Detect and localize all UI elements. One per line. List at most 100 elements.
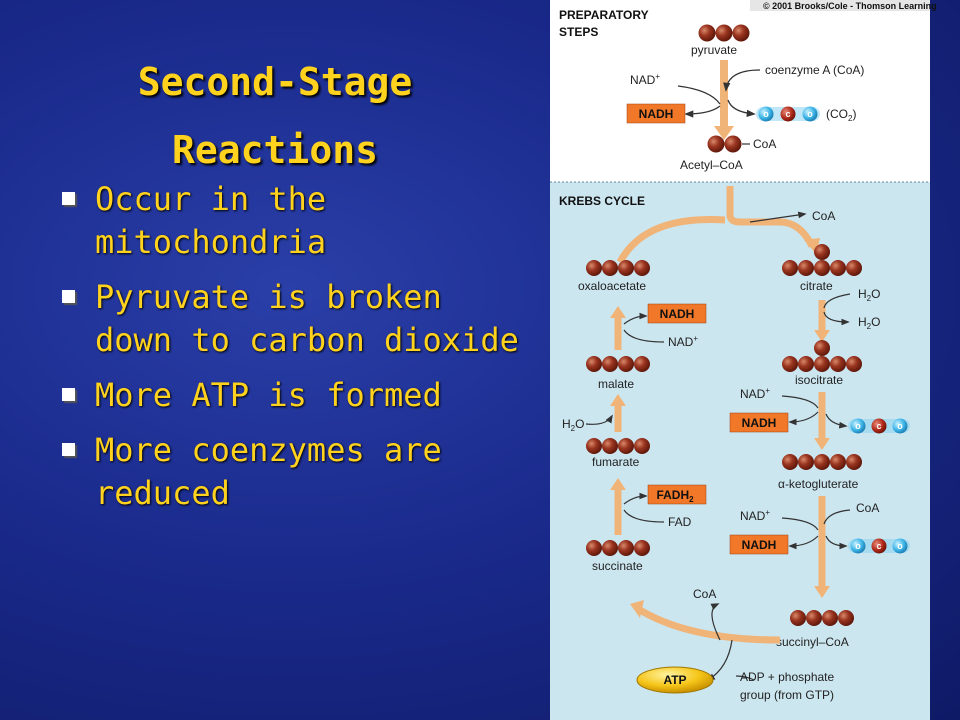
svg-text:c: c	[876, 421, 881, 431]
nad-label-1: NAD+	[740, 386, 770, 401]
malate-label: malate	[598, 377, 634, 391]
coa-label-3: CoA	[693, 587, 716, 601]
coa-in-arrow	[723, 69, 761, 92]
succinate-molecule	[586, 540, 650, 556]
co2-out-arrow	[727, 99, 756, 117]
svg-text:o: o	[855, 541, 861, 551]
gtp-label: group (from GTP)	[740, 688, 834, 702]
bullet-item: More coenzymes are reduced	[60, 429, 530, 515]
citrate-molecule	[782, 244, 862, 276]
coa-label: CoA	[753, 137, 776, 151]
bullet-list: Occur in the mitochondria Pyruvate is br…	[60, 178, 530, 527]
acetyl-coa-molecule	[707, 135, 742, 153]
co2-molecule: o c o	[756, 106, 820, 122]
krebs-cycle-diagram: © 2001 Brooks/Cole - Thomson Learning PR…	[550, 0, 937, 720]
cycle-arc-top	[616, 216, 726, 264]
arrowhead-icon	[610, 306, 626, 318]
nadh-curve	[684, 105, 721, 118]
bullet-text: More ATP is formed	[95, 376, 442, 414]
svg-text:c: c	[785, 109, 790, 119]
preparatory-header-2: STEPS	[559, 25, 598, 39]
preparatory-header: PREPARATORY	[559, 8, 649, 22]
nadh-box-2	[729, 534, 789, 555]
co2-label: (CO2)	[826, 107, 856, 123]
prep-arrowhead-icon	[714, 126, 734, 140]
h2o-out-curve	[823, 293, 851, 309]
bullet-text: More coenzymes are reduced	[95, 431, 442, 512]
isocitrate-label: isocitrate	[795, 373, 843, 387]
fadh2-curve	[623, 492, 648, 505]
nadh-curve-1	[788, 411, 819, 426]
nadh-box-label-1: NADH	[742, 416, 777, 430]
svg-text:o: o	[763, 109, 769, 119]
nadh-box-label-3: NADH	[660, 307, 695, 321]
nad-curve	[677, 85, 721, 105]
cycle-arc-bottom	[638, 606, 781, 644]
oxaloacetate-molecule	[586, 260, 650, 276]
nadh-box-3	[647, 303, 707, 324]
arrowhead-icon	[814, 438, 830, 450]
citrate-label: citrate	[800, 279, 833, 293]
coa-in-curve-2	[823, 509, 851, 525]
krebs-cycle-figure: © 2001 Brooks/Cole - Thomson Learning PR…	[550, 0, 937, 720]
adp-line	[735, 675, 755, 681]
coa-out-curve-3	[710, 603, 721, 641]
nadh-box	[626, 103, 686, 124]
succinyl-coa-molecule	[790, 610, 854, 626]
title-line-1: Second-Stage	[137, 60, 413, 104]
bullet-marker-icon	[62, 192, 75, 205]
entry-arrow	[726, 186, 816, 248]
acetyl-coa-label: Acetyl–CoA	[680, 158, 743, 172]
co2-molecule-1: o c o	[848, 418, 910, 434]
coenzyme-a-label: coenzyme A (CoA)	[765, 63, 864, 77]
pyruvate-label: pyruvate	[691, 43, 737, 57]
svg-text:c: c	[876, 541, 881, 551]
bullet-marker-icon	[62, 443, 75, 456]
nad-curve-2	[781, 517, 819, 531]
nad-label-2: NAD+	[740, 508, 770, 523]
svg-text:o: o	[807, 109, 813, 119]
atp-label: ATP	[663, 673, 686, 687]
ketoglutarate-label: α-ketogluterate	[778, 477, 859, 491]
bullet-text: Pyruvate is broken down to carbon dioxid…	[95, 278, 519, 359]
arrowhead-icon	[630, 600, 644, 618]
atp-oval	[636, 666, 714, 694]
bullet-text: Occur in the mitochondria	[95, 180, 327, 261]
title-line-2: Reactions	[172, 128, 378, 172]
nad-curve-3	[623, 329, 665, 343]
arrowhead-icon	[610, 478, 626, 490]
bullet-marker-icon	[62, 290, 75, 303]
co2-out-arrow-2	[825, 535, 848, 550]
nadh-curve-2	[788, 535, 819, 550]
oxaloacetate-label: oxaloacetate	[578, 279, 646, 293]
fumarate-label: fumarate	[592, 455, 640, 469]
bullet-item: Occur in the mitochondria	[60, 178, 530, 264]
nadh-box-label: NADH	[639, 107, 674, 121]
fadh2-box-label: FADH2	[656, 488, 694, 504]
h2o-in-arrow	[585, 414, 613, 425]
co2-out-arrow-1	[825, 413, 848, 429]
nadh-curve-3	[623, 312, 648, 325]
arrowhead-icon	[814, 330, 830, 342]
copyright-strip	[750, 0, 930, 11]
nadh-box-1	[729, 412, 789, 433]
succinate-label: succinate	[592, 559, 643, 573]
ketoglutarate-molecule	[782, 454, 862, 470]
fad-label: FAD	[668, 515, 692, 529]
svg-text:o: o	[855, 421, 861, 431]
nad-label-3: NAD+	[668, 334, 698, 349]
arrowhead-icon	[610, 394, 626, 406]
copyright-text: © 2001 Brooks/Cole - Thomson Learning	[763, 1, 937, 11]
bullet-item: Pyruvate is broken down to carbon dioxid…	[60, 276, 530, 362]
coa-out-arrow	[749, 211, 807, 223]
pyruvate-molecule	[698, 24, 750, 42]
h2o-label-2: H2O	[858, 315, 880, 331]
h2o-label-left: H2O	[562, 417, 584, 433]
svg-text:o: o	[897, 421, 903, 431]
fumarate-molecule	[586, 438, 650, 454]
fad-curve	[623, 509, 665, 523]
malate-molecule	[586, 356, 650, 372]
nad-label: NAD+	[630, 72, 660, 87]
h2o-in-curve	[823, 311, 850, 326]
nad-curve-1	[781, 395, 819, 409]
